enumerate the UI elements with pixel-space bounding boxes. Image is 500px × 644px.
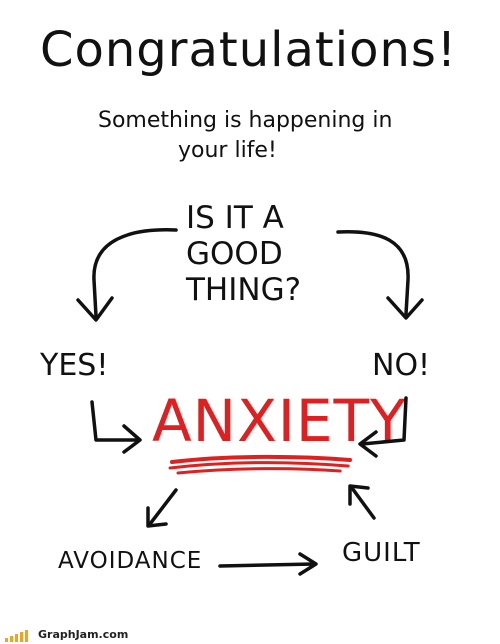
arrow-guilt-to-anxiety bbox=[350, 486, 376, 520]
arrowhead-question-to-no bbox=[386, 296, 424, 320]
arrowhead-avoidance-to-guilt bbox=[298, 552, 318, 576]
avoidance-node: AVOIDANCE bbox=[58, 548, 203, 574]
arrow-question-to-no bbox=[336, 230, 410, 316]
graphjam-logo-icon bbox=[5, 630, 35, 642]
subtitle-line-1: Something is happening in bbox=[98, 108, 393, 133]
arrowhead-question-to-yes bbox=[76, 296, 114, 322]
guilt-node: GUILT bbox=[342, 538, 421, 568]
arrow-avoidance-to-guilt bbox=[218, 562, 316, 568]
arrow-question-to-yes bbox=[92, 228, 178, 318]
anxiety-underline bbox=[168, 454, 352, 475]
subtitle-line-2: your life! bbox=[178, 138, 277, 163]
yes-node: YES! bbox=[40, 348, 109, 383]
arrow-no-to-anxiety bbox=[360, 396, 408, 446]
arrowhead-yes-to-anxiety bbox=[122, 424, 142, 454]
arrowhead-guilt-to-anxiety bbox=[348, 484, 370, 506]
arrow-yes-to-anxiety bbox=[90, 400, 140, 442]
no-node: NO! bbox=[372, 348, 431, 383]
footer-site-name: GraphJam.com bbox=[38, 628, 129, 641]
question-node: IS IT A GOOD THING? bbox=[186, 200, 302, 308]
arrowhead-anxiety-to-avoidance bbox=[146, 506, 168, 528]
arrow-anxiety-to-avoidance bbox=[148, 488, 178, 526]
arrowhead-no-to-anxiety bbox=[358, 430, 378, 458]
page-title: Congratulations! bbox=[40, 22, 458, 78]
footer-bar: GraphJam.com bbox=[0, 626, 500, 644]
